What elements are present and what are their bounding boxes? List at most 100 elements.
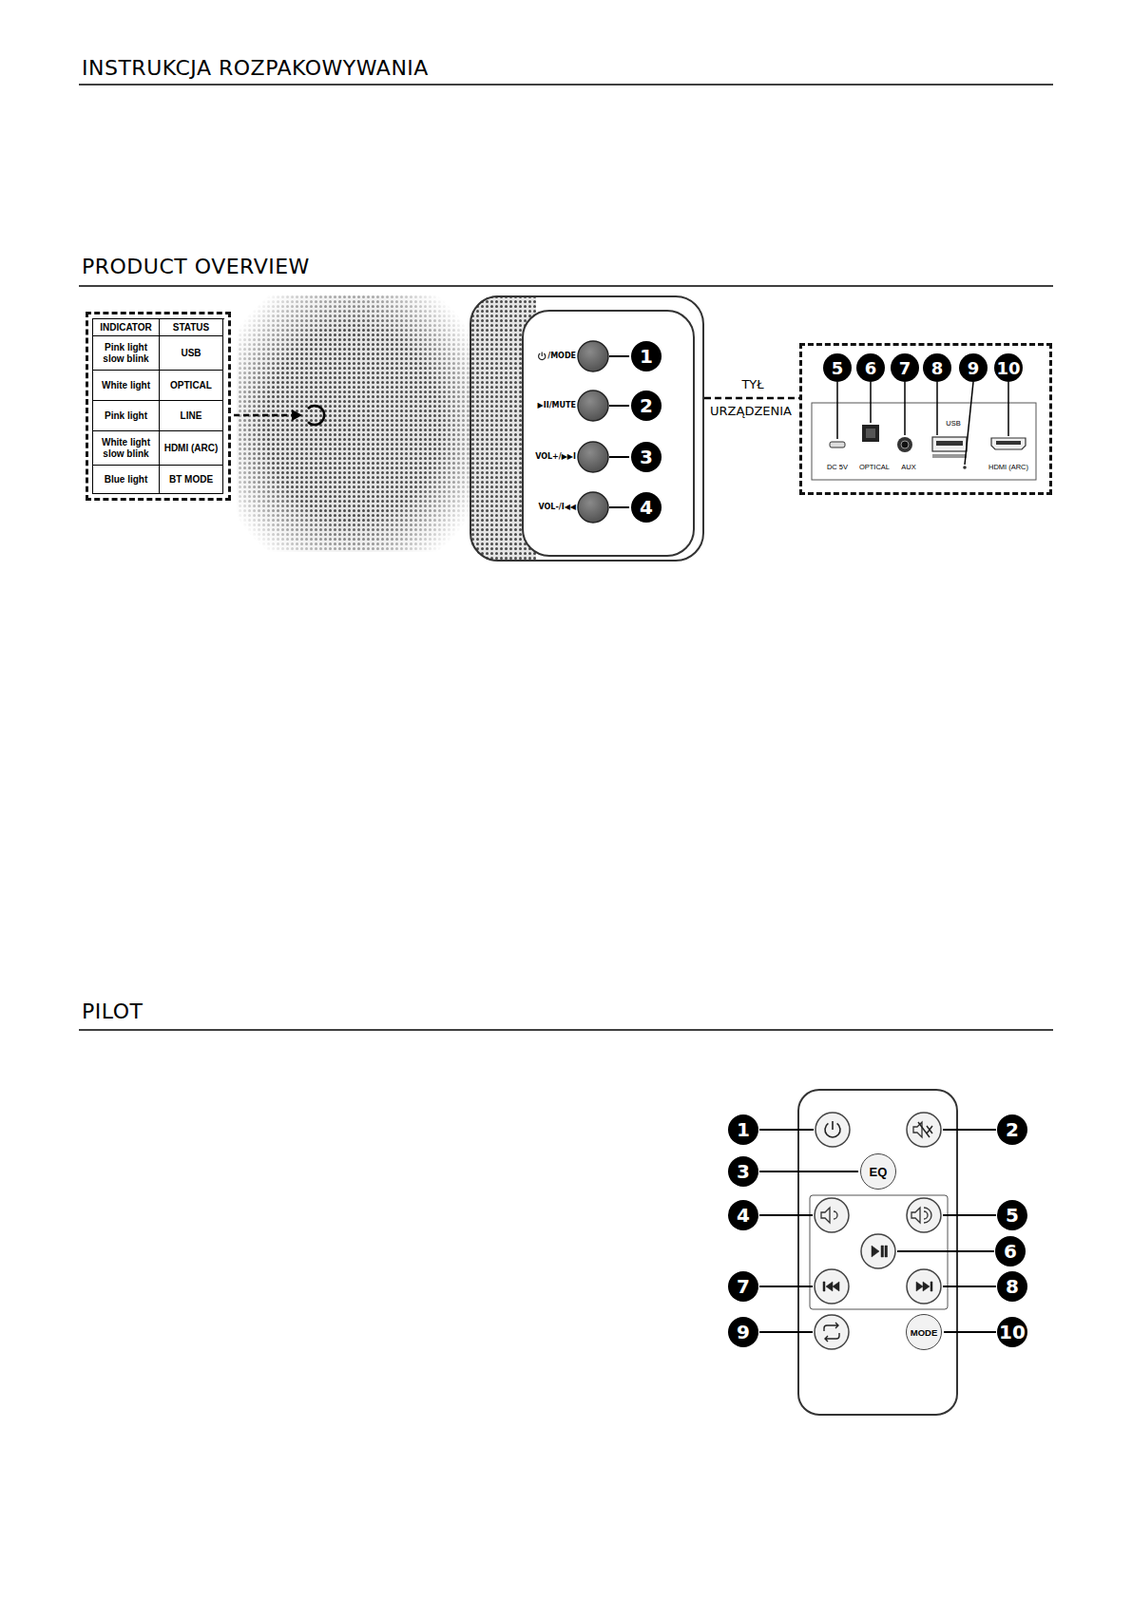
port-label: DC 5V [826,462,848,473]
callout-number: 10 [997,1317,1028,1348]
table-cell: HDMI (ARC) [159,431,224,466]
leader-line [609,456,630,459]
power-icon [538,351,546,360]
callout-number: 1 [631,341,662,372]
callout-number: 5 [997,1200,1028,1231]
callout-number: 3 [728,1156,759,1188]
remote-button: MODE [905,1314,942,1351]
table-cell: Pink light slow blink [93,336,160,371]
table-cell: OPTICAL [159,370,224,402]
leader-line [942,1129,997,1132]
speaker-end-panel: /MODE ▶II/MUTE VOL+/▶▶I VOL-/I◀◀ [469,295,705,562]
power-icon [825,1121,841,1138]
remote-buttons [814,1112,941,1350]
button-icons [538,351,933,1343]
leader-line [759,1129,814,1132]
leader-lines [759,1130,997,1333]
leader-line [942,1214,997,1217]
heading-rule [78,285,1054,288]
speaker-icon [911,1208,921,1224]
rear-panel [811,402,1037,480]
table-cell: INDICATOR [93,319,160,337]
speaker-icon [821,1208,830,1224]
leader-line [609,404,630,407]
speaker-button [577,441,609,473]
table-grid: INDICATORSTATUSPink light slow blinkUSBW… [92,318,225,495]
usb-port [932,454,967,459]
play-icon [871,1246,880,1258]
leader-line [1007,382,1010,437]
callout-number: 7 [728,1271,759,1303]
button-label: ▶II/MUTE [537,400,576,412]
previous-icon [823,1282,840,1292]
leader-line [943,1331,997,1334]
remote-button [906,1198,941,1233]
table-cell: White light slow blink [93,431,160,466]
connector-label-text: TYŁ URZĄDZENIA [709,377,794,419]
button-label: /MODE [547,350,576,363]
callout-number: 10 [994,353,1023,383]
port-label: OPTICAL [859,462,890,473]
button-text: EQ [869,1165,888,1180]
port-label: AUX [901,462,916,473]
leader-line [609,506,630,509]
button-label: VOL-/I◀◀ [538,501,576,514]
leader-line [964,382,974,465]
leader-line [897,1250,995,1253]
table-cell: STATUS [159,319,224,337]
leader-line [903,382,906,436]
usb-port [936,441,963,446]
leader-line [609,355,630,358]
speaker-button [577,341,609,372]
callout-number: 4 [631,492,662,523]
heading-rule [78,1029,1054,1032]
speaker-button [577,492,609,523]
remote-button [906,1269,941,1305]
remote-button [814,1198,849,1233]
callout-number: 3 [631,441,662,473]
leader-line [936,382,939,436]
table-cell: Blue light [93,465,160,495]
remote-button [814,1315,849,1350]
indicator-pointer [233,414,295,418]
aux-port [897,437,913,453]
hdmi-port [991,438,1026,450]
leader-line [759,1214,813,1217]
callout-number: 4 [728,1200,759,1231]
arrow-head [291,409,303,422]
callout-number: 9 [959,353,988,383]
callout-number: 5 [823,353,852,383]
table-cell: BT MODE [159,465,224,495]
section-heading: PILOT [81,999,143,1025]
port-hole [962,465,967,470]
pause-icon [881,1246,888,1258]
sound-wave [923,1208,932,1224]
callout-number: 8 [997,1271,1028,1303]
table-cell: LINE [159,401,224,432]
sound-wave [923,1211,928,1220]
port-label: HDMI (ARC) [988,462,1029,473]
remote-button: EQ [860,1153,897,1190]
usb-port [932,437,967,452]
indicator-table: INDICATORSTATUSPink light slow blinkUSBW… [85,311,231,501]
next-icon [916,1282,933,1292]
leader-lines [837,382,1009,465]
heading-rule [78,83,1054,86]
table-cell: USB [159,336,224,371]
table-cell: White light [93,370,160,402]
leader-line [759,1331,813,1334]
speaker-grille [236,295,470,553]
callout-number: 1 [728,1114,759,1146]
port-label: USB [945,419,960,429]
button-label: VOL+/▶▶I [535,451,576,463]
leader-line [836,382,839,440]
aux-port [901,441,909,449]
remote-button [861,1234,896,1269]
button-text: MODE [910,1327,939,1339]
page-heading: INSTRUKCJA ROZPAKOWYWANIA [81,56,429,81]
dc-port [829,441,845,448]
hdmi-port [996,441,1021,445]
